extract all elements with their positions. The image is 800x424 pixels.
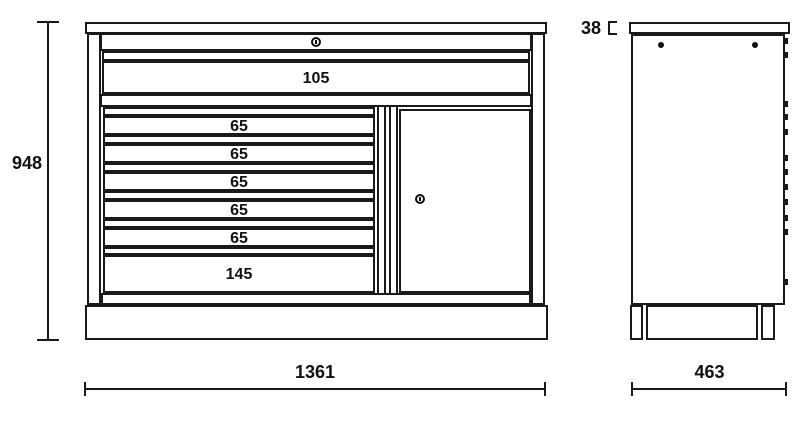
height-dimension-label: 948: [12, 153, 43, 173]
side-base-leg-line-left: [641, 305, 648, 340]
drawer-145-label: 145: [225, 266, 253, 283]
dim-line-vertical: [47, 22, 49, 340]
partition-post-2: [389, 107, 398, 293]
drawer-145-rail: [103, 247, 375, 255]
slide-mark: [783, 169, 788, 175]
top-thickness-label: 38: [581, 18, 602, 38]
drawer-105-rail: [102, 51, 530, 61]
dim-tick: [785, 382, 787, 396]
dim-tick: [84, 382, 86, 396]
drawer-65-1-face: 65: [103, 116, 375, 135]
dim-line-horizontal: [632, 388, 787, 390]
dim-tick: [37, 21, 59, 23]
side-worktop: [629, 22, 790, 34]
depth-dimension-label: 463: [694, 362, 725, 382]
slide-mark: [783, 114, 788, 120]
dim-tick: [631, 382, 633, 396]
slide-mark: [783, 199, 788, 205]
dim-tick: [37, 339, 59, 341]
partition-post-1: [377, 107, 386, 293]
drawer-65-5-rail: [103, 219, 375, 228]
drawer-65-2-label: 65: [230, 146, 248, 163]
drawer-65-4-label: 65: [230, 202, 248, 219]
dim-tick: [544, 382, 546, 396]
front-bottom-strip: [101, 293, 531, 305]
width-dimension-label: 1361: [294, 362, 336, 382]
screw-dot-right: [752, 42, 758, 48]
screw-dot-left: [658, 42, 664, 48]
side-base-leg-line-right: [756, 305, 763, 340]
drawer-105-face: 105: [102, 61, 530, 94]
dim-line-horizontal: [85, 388, 545, 390]
drawer-65-1-rail: [103, 107, 375, 116]
drawer-65-5-face: 65: [103, 228, 375, 247]
drawer-105-label: 105: [302, 70, 330, 87]
slide-mark: [783, 101, 788, 107]
drawer-65-2-rail: [103, 135, 375, 144]
slide-mark: [783, 184, 788, 190]
drawer-65-4-face: 65: [103, 200, 375, 219]
side-base: [630, 305, 775, 340]
front-right-panel: [531, 33, 545, 305]
drawer-65-1-label: 65: [230, 118, 248, 135]
slide-mark: [783, 155, 788, 161]
slide-mark: [783, 38, 788, 44]
slide-mark: [783, 129, 788, 135]
front-divider-band: [100, 94, 532, 107]
slide-mark: [783, 52, 788, 58]
drawer-145-face: 145: [103, 255, 375, 293]
slide-mark: [783, 279, 788, 285]
drawer-65-5-label: 65: [230, 230, 248, 247]
front-left-panel: [87, 33, 101, 305]
drawer-65-3-rail: [103, 163, 375, 172]
slide-mark: [783, 215, 788, 221]
lock-icon: [415, 194, 425, 204]
drawer-65-3-face: 65: [103, 172, 375, 191]
slide-mark: [783, 229, 788, 235]
front-plinth: [85, 305, 548, 340]
drawer-65-3-label: 65: [230, 174, 248, 191]
drawer-65-4-rail: [103, 191, 375, 200]
lock-icon: [311, 37, 321, 47]
side-body: [631, 34, 785, 305]
drawer-65-2-face: 65: [103, 144, 375, 163]
bracket-mark: [608, 21, 617, 35]
